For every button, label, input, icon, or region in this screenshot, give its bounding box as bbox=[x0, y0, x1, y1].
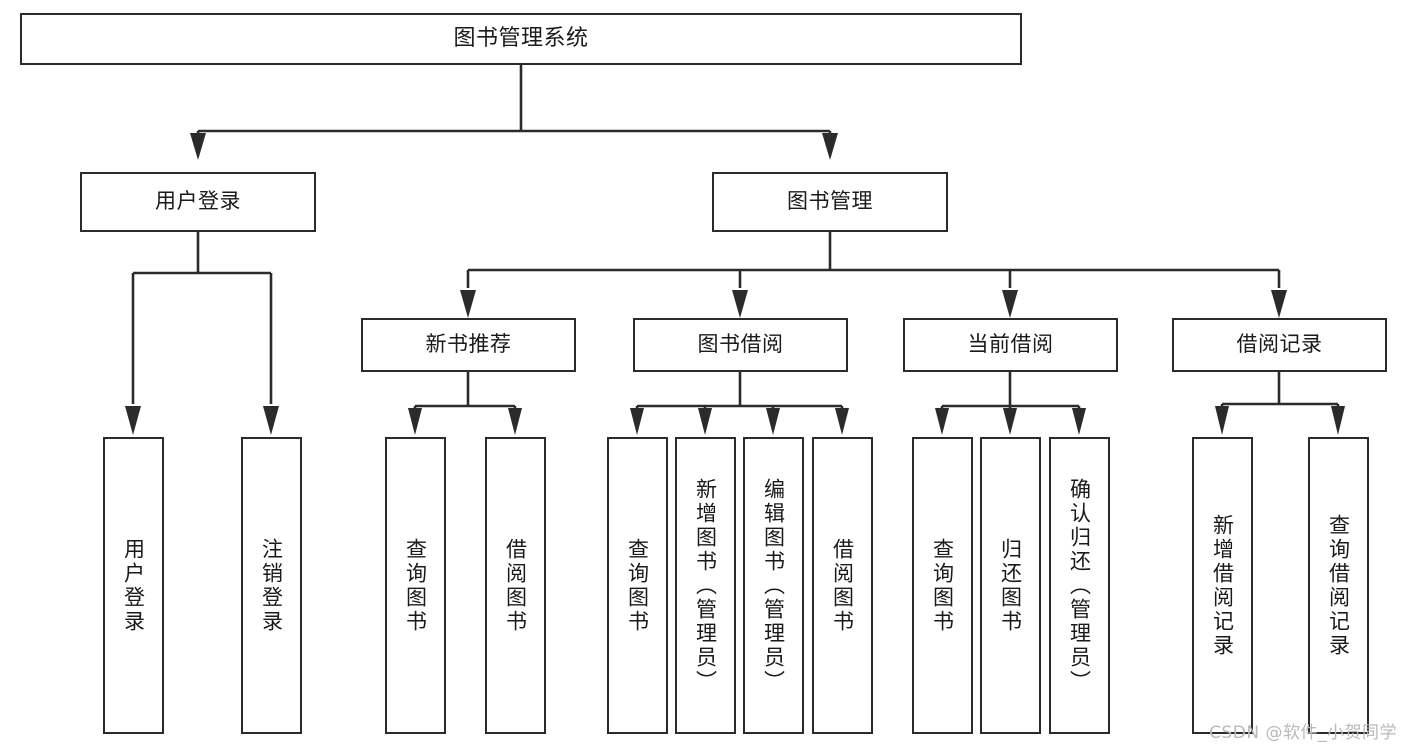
leaf-return-book-label: 归还图书 bbox=[998, 537, 1023, 634]
node-book-borrow-label: 图书借阅 bbox=[697, 332, 784, 357]
leaf-borrow-book-1-label: 借阅图书 bbox=[503, 537, 528, 634]
leaf-query-book-1[interactable]: 查询图书 bbox=[385, 437, 446, 734]
node-book-manage-label: 图书管理 bbox=[787, 189, 873, 214]
leaf-borrow-book-1[interactable]: 借阅图书 bbox=[485, 437, 546, 734]
leaf-add-record[interactable]: 新增借阅记录 bbox=[1192, 437, 1253, 734]
leaf-logout[interactable]: 注销登录 bbox=[241, 437, 302, 734]
node-book-manage[interactable]: 图书管理 bbox=[712, 172, 948, 232]
leaf-query-book-2[interactable]: 查询图书 bbox=[607, 437, 668, 734]
node-root[interactable]: 图书管理系统 bbox=[20, 13, 1022, 65]
leaf-logout-label: 注销登录 bbox=[259, 537, 284, 634]
leaf-edit-book[interactable]: 编辑图书（管理员） bbox=[743, 437, 804, 734]
leaf-user-login[interactable]: 用户登录 bbox=[103, 437, 164, 734]
node-new-book-recommend[interactable]: 新书推荐 bbox=[361, 318, 576, 372]
leaf-borrow-book-2[interactable]: 借阅图书 bbox=[812, 437, 873, 734]
node-user-login-label: 用户登录 bbox=[155, 189, 241, 214]
node-root-label: 图书管理系统 bbox=[453, 25, 589, 51]
leaf-confirm-return-label: 确认归还（管理员） bbox=[1067, 477, 1092, 694]
leaf-add-book[interactable]: 新增图书（管理员） bbox=[675, 437, 736, 734]
leaf-add-book-label: 新增图书（管理员） bbox=[693, 477, 718, 694]
node-new-book-recommend-label: 新书推荐 bbox=[425, 332, 512, 357]
leaf-query-record-label: 查询借阅记录 bbox=[1326, 513, 1351, 658]
leaf-edit-book-label: 编辑图书（管理员） bbox=[761, 477, 786, 694]
leaf-query-book-3-label: 查询图书 bbox=[930, 537, 955, 634]
leaf-return-book[interactable]: 归还图书 bbox=[980, 437, 1041, 734]
leaf-confirm-return[interactable]: 确认归还（管理员） bbox=[1049, 437, 1110, 734]
node-borrow-record[interactable]: 借阅记录 bbox=[1172, 318, 1387, 372]
csdn-watermark: CSDN @软件_小贺同学 bbox=[1209, 723, 1397, 743]
leaf-query-book-3[interactable]: 查询图书 bbox=[912, 437, 973, 734]
leaf-user-login-label: 用户登录 bbox=[121, 537, 146, 634]
node-book-borrow[interactable]: 图书借阅 bbox=[633, 318, 848, 372]
node-user-login[interactable]: 用户登录 bbox=[80, 172, 316, 232]
leaf-query-book-1-label: 查询图书 bbox=[403, 537, 428, 634]
node-current-borrow-label: 当前借阅 bbox=[967, 332, 1054, 357]
leaf-borrow-book-2-label: 借阅图书 bbox=[830, 537, 855, 634]
node-borrow-record-label: 借阅记录 bbox=[1236, 332, 1323, 357]
leaf-query-record[interactable]: 查询借阅记录 bbox=[1308, 437, 1369, 734]
node-current-borrow[interactable]: 当前借阅 bbox=[903, 318, 1118, 372]
leaf-add-record-label: 新增借阅记录 bbox=[1210, 513, 1235, 658]
leaf-query-book-2-label: 查询图书 bbox=[625, 537, 650, 634]
